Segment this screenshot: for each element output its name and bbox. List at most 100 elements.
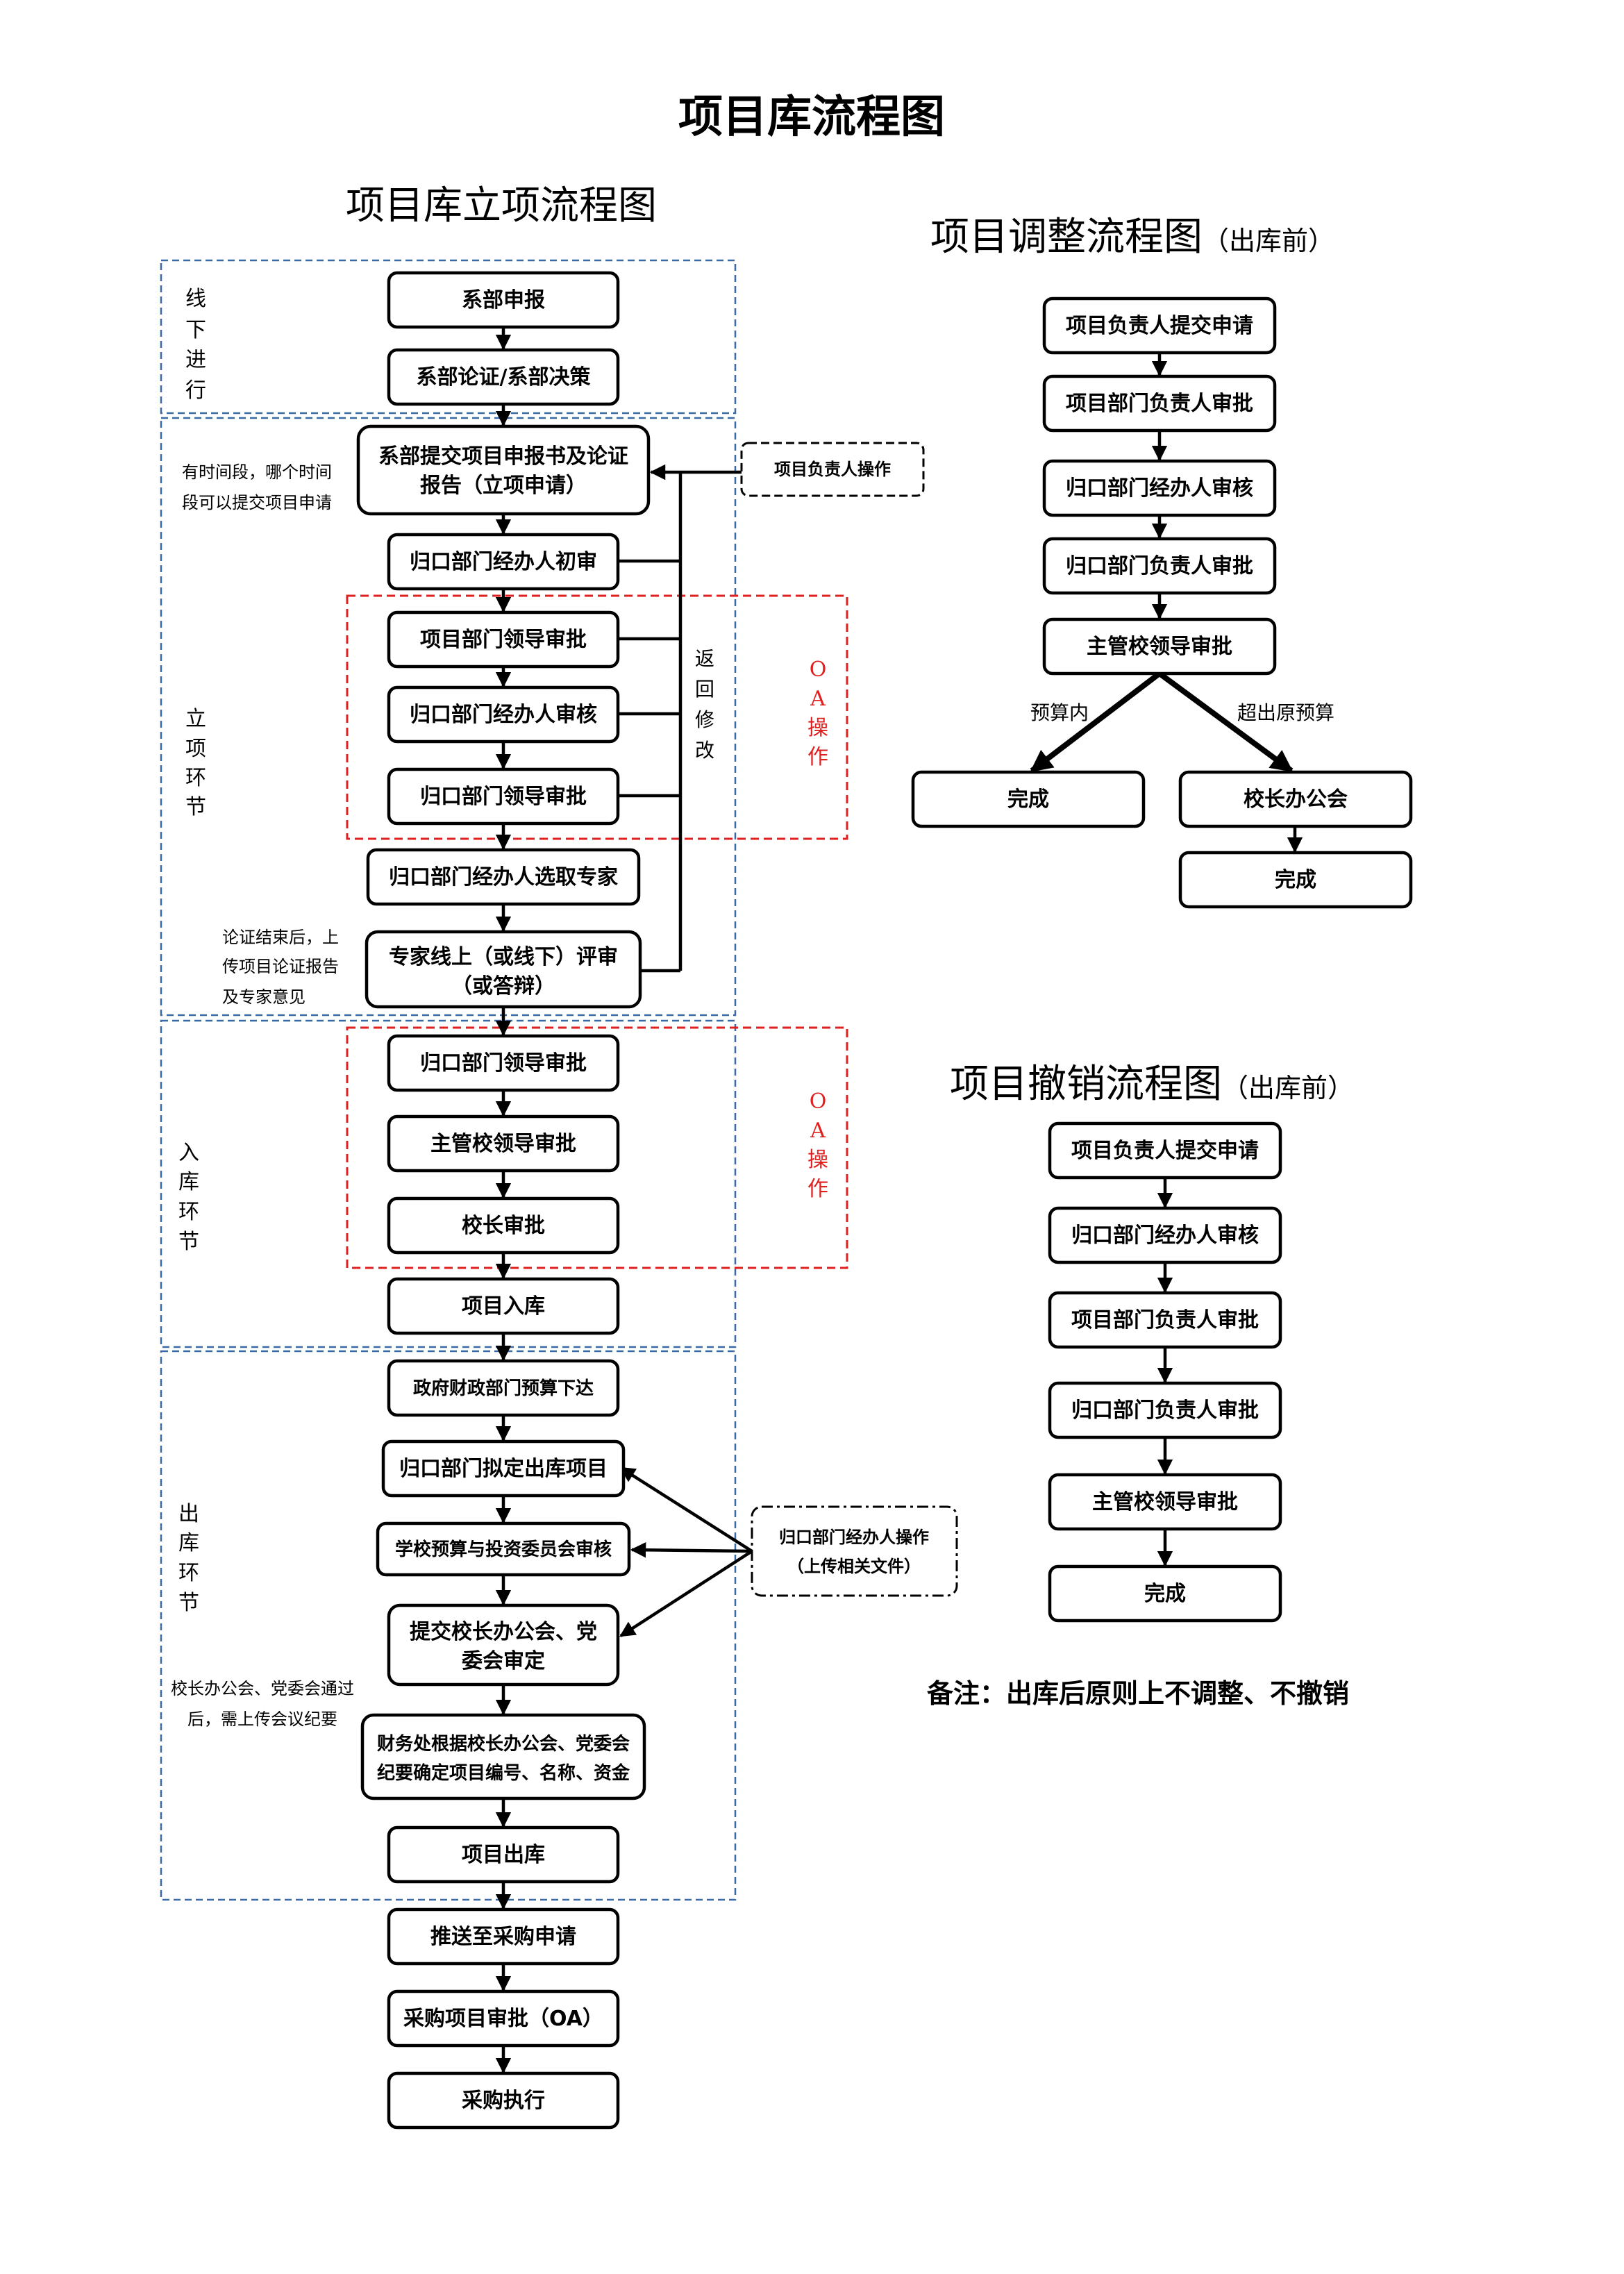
step-dept-leader-approve[interactable]: 归口部门领导审批 [387, 767, 620, 826]
note-after-meeting: 校长办公会、党委会通过 后，需上传会议纪要 [171, 1679, 354, 1729]
step-label: 归口部门经办人选取专家 [389, 865, 618, 889]
adjust-step-president-office[interactable]: 校长办公会 [1178, 770, 1413, 828]
zone-oa-1 [346, 594, 848, 840]
step-project-dept-leader[interactable]: 项目部门领导审批 [387, 610, 620, 669]
step-label: 采购项目审批（OA） [403, 2007, 603, 2031]
return-loop [618, 464, 742, 973]
zone-outbound [160, 1350, 737, 1901]
adjust-step-submit[interactable]: 项目负责人提交申请 [1042, 296, 1277, 355]
step-label: 系部论证/系部决策 [417, 365, 591, 390]
revoke-step-vice-president[interactable]: 主管校领导审批 [1048, 1473, 1282, 1531]
stage-label-initiation: 立 项 环 节 [185, 707, 206, 819]
oa-char: 操 [807, 1148, 828, 1172]
step-label: 学校预算与投资委员会审核 [395, 1539, 612, 1560]
step-label: 归口部门经办人审核 [410, 703, 597, 727]
step-label: 项目部门领导审批 [420, 628, 587, 652]
step-plan-outbound[interactable]: 归口部门拟定出库项目 [381, 1439, 626, 1498]
step-handler-initial-review[interactable]: 归口部门经办人初审 [387, 533, 620, 591]
branch-arrow-right [1157, 671, 1294, 774]
zone-warehousing [160, 1019, 737, 1348]
step-dept-review[interactable]: 系部论证/系部决策 [387, 348, 620, 406]
zone-initiation [160, 417, 737, 1017]
step-label: 主管校领导审批 [430, 1132, 576, 1156]
adjust-flow-title-suffix: （出库前） [1203, 226, 1334, 256]
step-label-line2: 纪要确定项目编号、名称、资金 [377, 1762, 630, 1784]
zone-offline [160, 259, 737, 415]
adjust-step-done-left[interactable]: 完成 [911, 770, 1146, 828]
adjust-flow: 预算内 超出原预算 项目负责人提交申请 项目部门负责人审批 归口部门经办人审核 … [911, 296, 1413, 909]
oa-char: O [810, 658, 827, 682]
step-warehoused[interactable]: 项目入库 [387, 1277, 620, 1335]
step-label: 政府财政部门预算下达 [413, 1378, 594, 1399]
handler-operation-sublabel: （上传相关文件） [787, 1557, 921, 1576]
step-label: 校长办公会 [1244, 787, 1348, 812]
remark-note: 备注：出库后原则上不调整、不撤销 [927, 1678, 1349, 1709]
step-dept-leader-approve-2[interactable]: 归口部门领导审批 [387, 1034, 620, 1092]
step-outbound[interactable]: 项目出库 [387, 1825, 620, 1884]
oa-char: 作 [807, 1177, 828, 1201]
step-budget-committee[interactable]: 学校预算与投资委员会审核 [376, 1521, 631, 1577]
step-label: 项目出库 [462, 1843, 545, 1867]
step-procurement-approval[interactable]: 采购项目审批（OA） [387, 1989, 620, 2048]
step-label: 项目负责人提交申请 [1066, 314, 1253, 338]
owner-operation-label: 项目负责人操作 [774, 460, 891, 479]
step-label: 校长审批 [462, 1214, 545, 1238]
oa-char: O [810, 1089, 827, 1114]
adjust-step-vice-president[interactable]: 主管校领导审批 [1042, 617, 1277, 676]
adjust-step-handler-head[interactable]: 归口部门负责人审批 [1042, 537, 1277, 595]
approval-flow-title: 项目库立项流程图 [346, 183, 657, 228]
revoke-step-handler-head[interactable]: 归口部门负责人审批 [1048, 1381, 1282, 1439]
revoke-flow-title-main: 项目撤销流程图 [950, 1062, 1222, 1107]
step-handler-audit[interactable]: 归口部门经办人审核 [387, 685, 620, 744]
step-label-line2: （或答辩） [451, 974, 555, 998]
handler-operation-label: 归口部门经办人操作 [779, 1528, 929, 1547]
note-line: 论证结束后，上 [222, 928, 339, 947]
step-label: 专家线上（或线下）评审 [389, 945, 618, 969]
stage-label-warehousing: 入 库 环 节 [178, 1141, 199, 1254]
step-label: 推送至采购申请 [430, 1925, 576, 1949]
stage-char: 线 [185, 287, 206, 311]
revoke-flow: 项目负责人提交申请 归口部门经办人审核 项目部门负责人审批 归口部门负责人审批 … [1048, 1121, 1282, 1623]
note-submit-time: 有时间段，哪个时间 段可以提交项目申请 [182, 462, 332, 512]
arrow [619, 1466, 753, 1553]
revoke-step-dept-head[interactable]: 项目部门负责人审批 [1048, 1291, 1282, 1349]
step-dept-apply[interactable]: 系部申报 [387, 271, 620, 329]
return-label-char: 回 [695, 678, 714, 701]
step-label: 提交校长办公会、党 [410, 1620, 597, 1644]
step-vice-president[interactable]: 主管校领导审批 [387, 1114, 620, 1173]
step-label: 完成 [1144, 1582, 1186, 1606]
oa-char: 操 [807, 716, 828, 740]
oa-label-2: O A 操 作 [807, 1089, 828, 1201]
step-select-experts[interactable]: 归口部门经办人选取专家 [366, 848, 641, 906]
step-label: 主管校领导审批 [1092, 1490, 1238, 1514]
step-budget-issued[interactable]: 政府财政部门预算下达 [387, 1359, 620, 1417]
owner-operation-box: 项目负责人操作 [740, 442, 925, 497]
stage-char: 环 [185, 766, 206, 790]
revoke-step-handler-audit[interactable]: 归口部门经办人审核 [1048, 1206, 1282, 1264]
step-label: 项目部门负责人审批 [1071, 1308, 1259, 1332]
stage-char: 进 [185, 348, 206, 372]
return-label-char: 返 [695, 647, 714, 670]
branch-label-in-budget: 预算内 [1030, 701, 1089, 724]
step-push-procurement[interactable]: 推送至采购申请 [387, 1907, 620, 1966]
adjust-flow-title-main: 项目调整流程图 [930, 215, 1203, 260]
step-expert-review[interactable]: 专家线上（或线下）评审 （或答辩） [365, 930, 642, 1009]
revoke-step-done[interactable]: 完成 [1048, 1564, 1282, 1623]
adjust-flow-title: 项目调整流程图（出库前） [930, 215, 1334, 260]
adjust-step-done-right[interactable]: 完成 [1178, 851, 1413, 909]
adjust-step-handler-audit[interactable]: 归口部门经办人审核 [1042, 459, 1277, 517]
stage-char: 节 [185, 795, 206, 819]
stage-char: 环 [178, 1200, 199, 1224]
step-president[interactable]: 校长审批 [387, 1196, 620, 1255]
stage-char: 库 [178, 1170, 199, 1194]
oa-label-1: O A 操 作 [807, 658, 828, 769]
step-procurement-execute[interactable]: 采购执行 [387, 2071, 620, 2130]
adjust-step-dept-head[interactable]: 项目部门负责人审批 [1042, 374, 1277, 433]
revoke-step-submit[interactable]: 项目负责人提交申请 [1048, 1121, 1282, 1180]
arrow [630, 1541, 753, 1558]
